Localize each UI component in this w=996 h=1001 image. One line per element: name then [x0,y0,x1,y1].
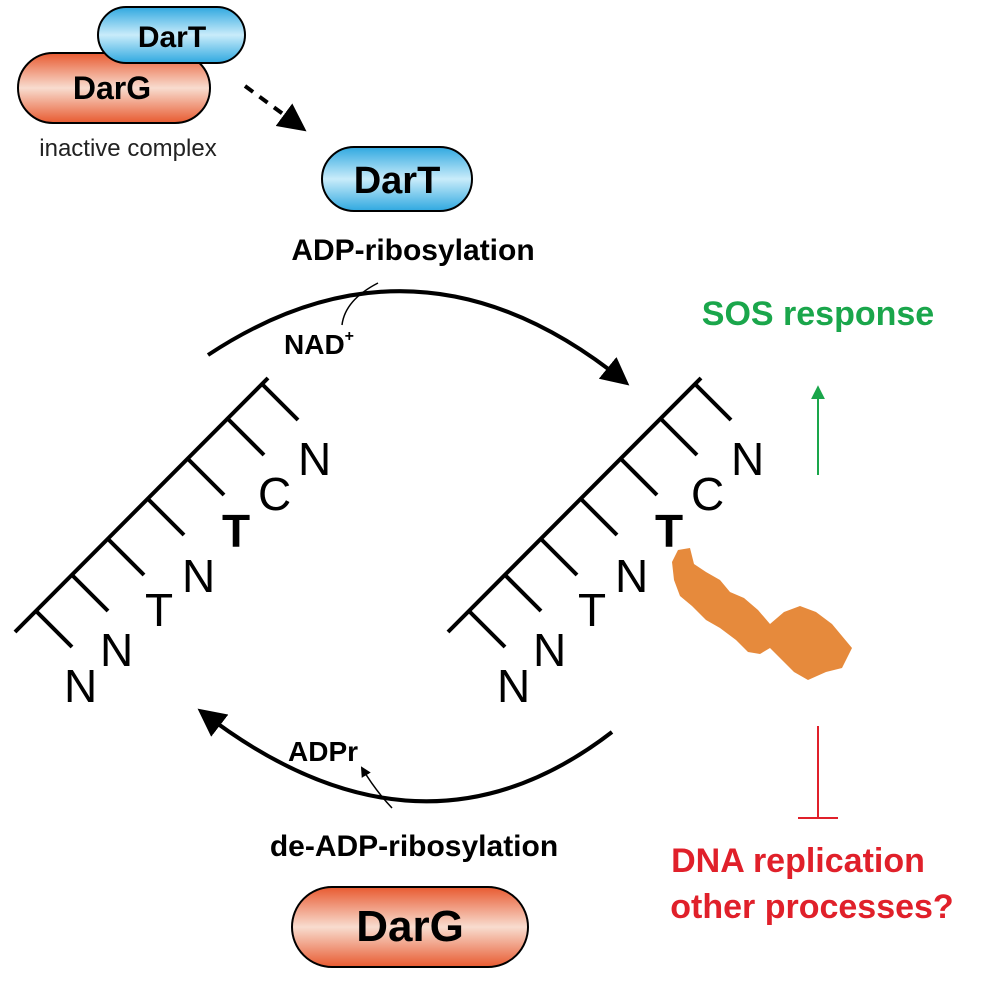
dna-left-base-7: N [298,433,331,485]
ribosylation-arc-arrow [206,289,630,386]
dna-left-base-3: T [145,584,173,636]
dna-replication-label: DNA replication [671,842,925,880]
dna-left-base-2: N [100,624,133,676]
adp-ribosylation-label: ADP-ribosylation [291,234,534,267]
darg-enzyme: DarG [291,886,529,968]
dna-left-backbone [13,376,270,634]
de-ribosylation-arc-arrow [197,708,614,804]
dart-pill [321,146,473,212]
dna-left-ticks [34,382,300,649]
dna-right: N N T N T C N [446,376,852,712]
inactive-complex: DarT DarG inactive complex [17,6,246,162]
nad-label: NAD+ [284,328,354,360]
complex-dart-pill [97,6,246,64]
dna-left-base-5: T [222,505,250,557]
other-processes-label: other processes? [670,888,953,926]
release-dashed-arrow [243,84,307,132]
adp-ribose-group [672,548,852,680]
dna-left-base-6: C [258,468,291,520]
dart-enzyme: DarT [321,146,473,212]
dna-right-base-2: N [533,624,566,676]
nad-charge: + [345,328,354,345]
sos-response-label: SOS response [702,295,934,333]
dart-label: DarT [354,160,441,202]
complex-dart-label: DarT [138,21,206,54]
de-adp-ribosylation-label: de-ADP-ribosylation [270,830,558,863]
dna-right-backbone [446,376,703,634]
darg-label: DarG [356,902,464,951]
dna-left: N N T N T C N [13,376,331,712]
adpr-release-curve [360,766,393,809]
nad-inflow-curve [341,282,379,326]
dna-right-base-5: T [655,505,683,557]
dna-right-base-4: N [615,550,648,602]
dna-left-base-4: N [182,550,215,602]
complex-darg-label: DarG [73,70,151,106]
dna-right-base-7: N [731,433,764,485]
dna-right-base-6: C [691,468,724,520]
inhibition-bar [798,726,838,819]
dna-right-base-3: T [578,584,606,636]
dna-right-base-1: N [497,660,530,712]
dna-left-base-1: N [64,660,97,712]
dna-right-ticks [467,382,733,649]
complex-caption: inactive complex [39,135,216,162]
darg-pill [291,886,529,968]
adpr-label: ADPr [288,736,358,767]
